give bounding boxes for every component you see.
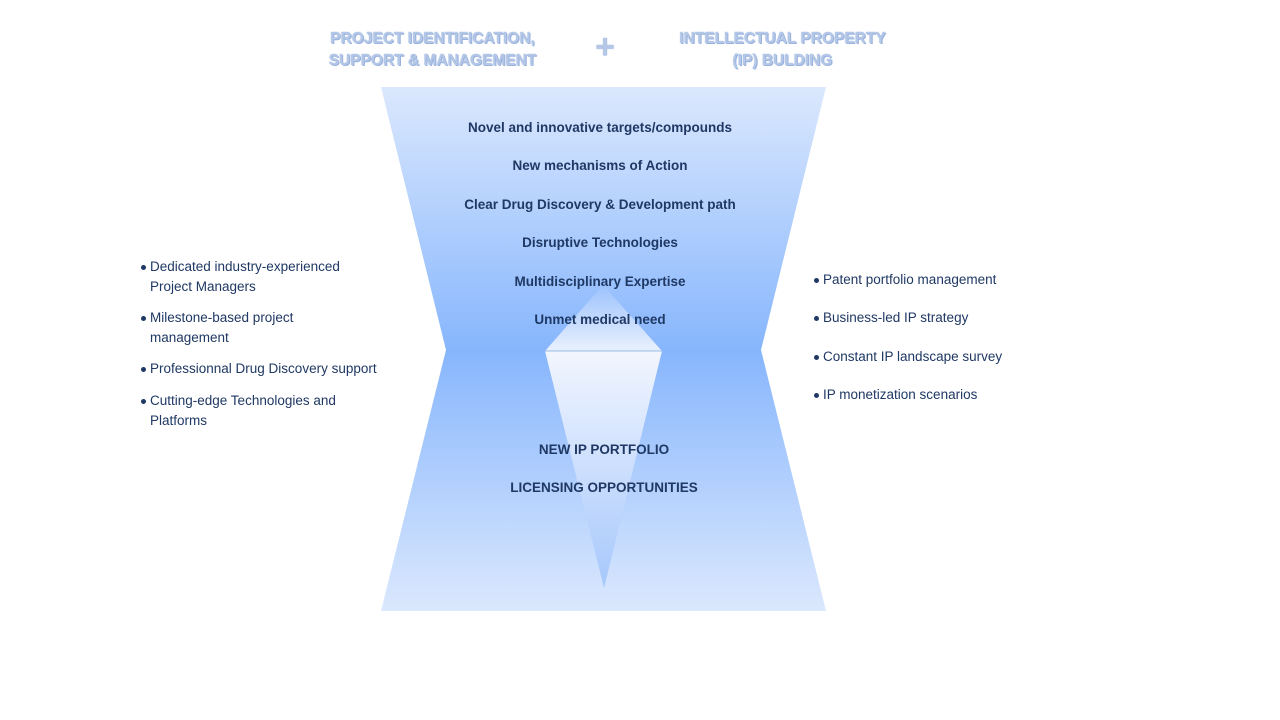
bullet-icon <box>814 393 819 398</box>
list-item: Milestone-based project management <box>141 308 410 347</box>
list-item: Professionnal Drug Discovery support <box>141 359 410 379</box>
bullet-icon <box>814 278 819 283</box>
list-item: IP monetization scenarios <box>814 385 1083 405</box>
list-item: Constant IP landscape survey <box>814 347 1083 367</box>
list-item: Dedicated industry-experienced Project M… <box>141 257 410 296</box>
bullet-icon <box>141 316 146 321</box>
bullet-icon <box>141 399 146 404</box>
list-item: Business-led IP strategy <box>814 308 1083 328</box>
funnel-item-licensing: LICENSING OPPORTUNITIES <box>510 480 698 495</box>
bullet-icon <box>141 367 146 372</box>
list-item: Cutting-edge Technologies and Platforms <box>141 391 410 430</box>
diamond-bottom-shape <box>545 351 662 588</box>
bullet-icon <box>141 265 146 270</box>
plus-sign: + <box>595 28 615 66</box>
funnel-item-drug-path: Clear Drug Discovery & Development path <box>464 197 736 212</box>
bullet-icon <box>814 355 819 360</box>
diamond-top-shape <box>545 285 662 351</box>
funnel-item-expertise: Multidisciplinary Expertise <box>514 274 686 289</box>
funnel-item-novel-targets: Novel and innovative targets/compounds <box>467 120 733 135</box>
funnel-item-ip-portfolio: NEW IP PORTFOLIO <box>538 442 670 457</box>
funnel-item-mechanisms: New mechanisms of Action <box>512 158 688 173</box>
bullet-icon <box>814 316 819 321</box>
funnel-item-unmet-need: Unmet medical need <box>534 312 666 327</box>
list-item: Patent portfolio management <box>814 270 1083 290</box>
funnel-item-disruptive-tech: Disruptive Technologies <box>522 235 678 250</box>
header-project-identification: PROJECT IDENTIFICATION, SUPPORT & MANAGE… <box>328 30 537 69</box>
header-ip-building: INTELLECTUAL PROPERTY (IP) BULDING <box>679 30 886 69</box>
funnel-top-shape <box>381 87 826 350</box>
